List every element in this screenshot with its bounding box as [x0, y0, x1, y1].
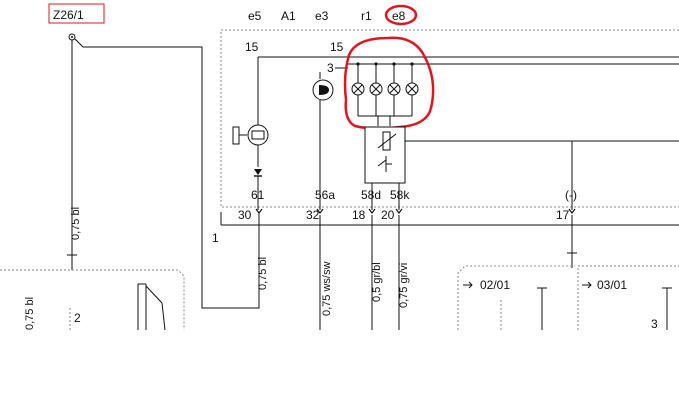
lamp-3-icon — [387, 82, 401, 96]
label-r1: r1 — [361, 9, 372, 23]
component-tag-label: Z26/1 — [53, 8, 84, 22]
terminal-58d: 58d — [361, 188, 381, 202]
dot-lamp-3 — [392, 62, 396, 66]
pin-30-label: 30 — [238, 208, 252, 222]
wire-32-color: 0,75 ws/sw — [321, 262, 333, 316]
terminal-3: 3 — [327, 61, 334, 75]
pin-17-icon — [568, 208, 576, 214]
label-e3: e3 — [315, 9, 329, 23]
highlight-loop-e8 — [343, 36, 435, 130]
label-e5: e5 — [248, 9, 262, 23]
dot-lamp-1 — [356, 62, 360, 66]
pin-32-label: 32 — [306, 208, 320, 222]
lamp-1-icon — [351, 82, 365, 96]
pin-20-label: 20 — [381, 208, 395, 222]
dot-lamp-4 — [410, 62, 414, 66]
module-02-border — [457, 265, 575, 330]
label-a1: A1 — [281, 9, 296, 23]
terminal-ground: (-) — [565, 188, 577, 202]
highlight-circle-e8 — [384, 4, 418, 26]
high-beam-glyph — [319, 85, 329, 95]
module-03-arrow-icon — [582, 281, 592, 289]
terminal-61: 61 — [251, 188, 265, 202]
module-02-label: 02/01 — [480, 278, 510, 292]
e5-diode-icon — [254, 169, 262, 175]
dot-lamp-2 — [374, 62, 378, 66]
z26-node-dot — [71, 36, 73, 38]
dimmer-switch-icon — [377, 156, 392, 172]
wire-30-color: 0,75 bl — [257, 257, 269, 290]
battery-indicator-icon — [247, 124, 269, 146]
left-module-number: 2 — [74, 311, 81, 325]
label-e8: e8 — [392, 9, 406, 23]
e5-resistor — [232, 126, 240, 145]
pin-32-icon — [316, 208, 324, 214]
terminal-15-right: 15 — [330, 40, 344, 54]
component-tag-box[interactable] — [48, 3, 105, 24]
lamp-2-icon — [369, 82, 383, 96]
lamp-4-icon — [405, 82, 419, 96]
module-02-arrow-icon — [463, 281, 473, 289]
module-03-label: 03/01 — [597, 278, 627, 292]
pin-20-icon — [395, 208, 403, 214]
dimmer-resistor-arrow — [377, 133, 397, 149]
wire-20-color: 0,75 gr/vi — [398, 263, 410, 308]
connector-label: 1 — [212, 231, 219, 245]
z26-wire-color: 0,75 bl — [70, 207, 82, 240]
cluster-dashed-border — [220, 29, 679, 208]
module-03-border — [577, 265, 679, 330]
terminal-15-left: 15 — [245, 40, 259, 54]
pin-18-label: 18 — [352, 208, 366, 222]
battery-indicator-glyph — [251, 130, 265, 140]
left-module-switch-stub — [161, 302, 166, 331]
z26-branch-wire — [74, 38, 260, 309]
terminal-56a: 56a — [315, 188, 335, 202]
pin-30-icon — [255, 208, 263, 214]
terminal-58k: 58k — [390, 188, 410, 202]
pin-17-label: 17 — [556, 208, 570, 222]
left-module-border — [0, 269, 185, 330]
pin-18-icon — [368, 208, 376, 214]
wire-18-color: 0,5 gr/bl — [371, 262, 383, 302]
module-03-number: 3 — [651, 317, 658, 331]
left-module-switch-icon — [137, 283, 163, 330]
left-edge-wire-color: 0,75 bl — [24, 297, 36, 330]
